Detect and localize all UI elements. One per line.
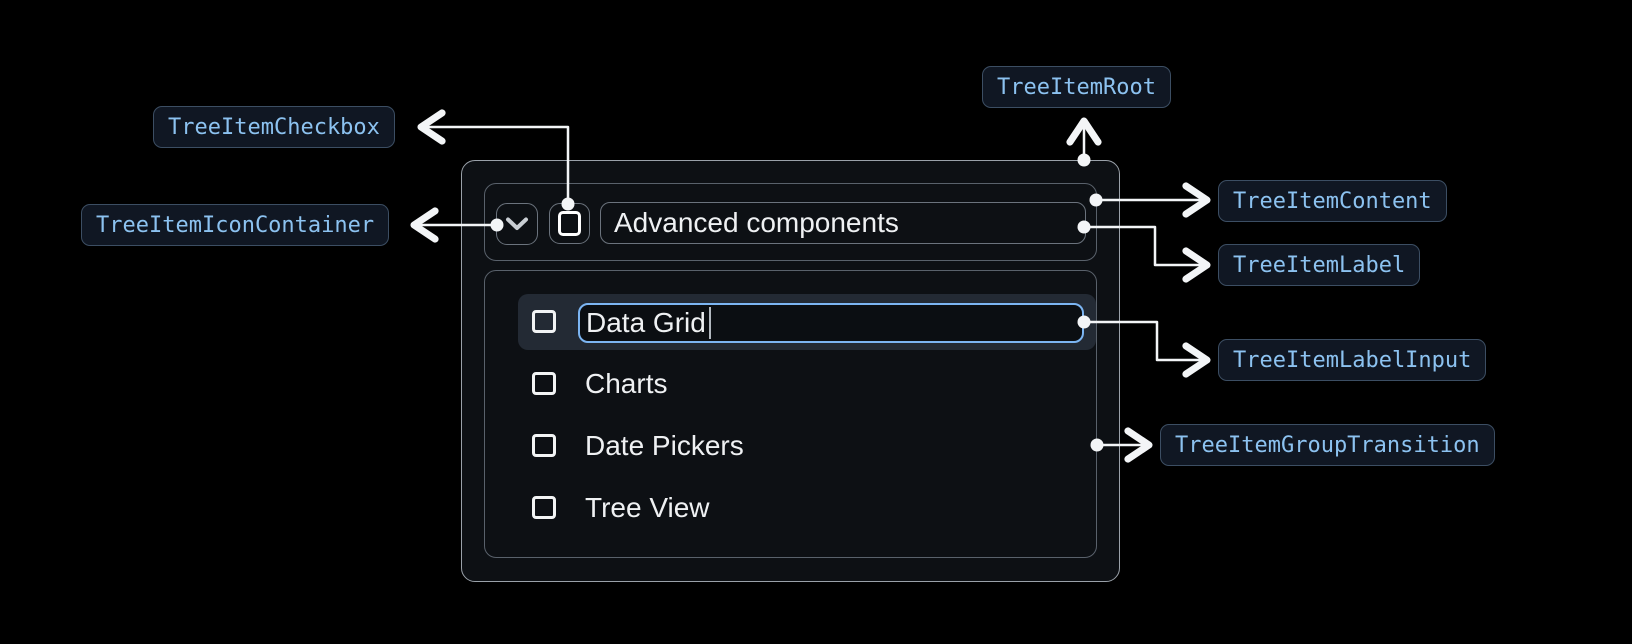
tree-item-root: Advanced components Data Grid Charts Dat… <box>461 160 1120 582</box>
annotation-pill-tree-item-content: TreeItemContent <box>1218 180 1447 222</box>
checkbox-unchecked-icon[interactable] <box>532 496 556 519</box>
tree-item-group-transition: Data Grid Charts Date Pickers Tree View <box>484 270 1097 558</box>
tree-row-data-grid[interactable]: Data Grid <box>518 294 1096 350</box>
tree-row-date-pickers[interactable]: Date Pickers <box>518 418 1096 474</box>
parent-label: Advanced components <box>614 207 899 238</box>
annotation-pill-tree-item-label-input: TreeItemLabelInput <box>1218 339 1487 381</box>
annotation-pill-tree-item-root: TreeItemRoot <box>982 66 1171 108</box>
chevron-down-icon <box>506 217 528 230</box>
label-input-value: Data Grid <box>586 307 706 338</box>
checkbox-unchecked-icon <box>558 211 581 236</box>
tree-item-checkbox[interactable] <box>549 203 590 244</box>
tree-row-label: Charts <box>585 368 668 399</box>
checkbox-unchecked-icon[interactable] <box>532 434 556 457</box>
annotation-pill-tree-item-icon-container: TreeItemIconContainer <box>81 204 390 246</box>
tree-item-label[interactable]: Advanced components <box>600 202 1086 244</box>
tree-item-icon-container[interactable] <box>496 203 538 245</box>
text-caret <box>708 307 712 339</box>
checkbox-unchecked-icon[interactable] <box>532 372 556 395</box>
tree-item-content[interactable]: Advanced components <box>484 183 1097 261</box>
tree-row-tree-view[interactable]: Tree View <box>518 480 1096 536</box>
tree-row-charts[interactable]: Charts <box>518 356 1096 412</box>
tree-item-label-input[interactable]: Data Grid <box>578 303 1084 343</box>
annotation-pill-tree-item-label: TreeItemLabel <box>1218 244 1421 286</box>
annotation-pill-tree-item-group-transition: TreeItemGroupTransition <box>1160 424 1495 466</box>
tree-row-label: Date Pickers <box>585 430 744 461</box>
annotation-pill-tree-item-checkbox: TreeItemCheckbox <box>153 106 395 148</box>
checkbox-unchecked-icon[interactable] <box>532 310 556 333</box>
tree-row-label: Tree View <box>585 492 710 523</box>
